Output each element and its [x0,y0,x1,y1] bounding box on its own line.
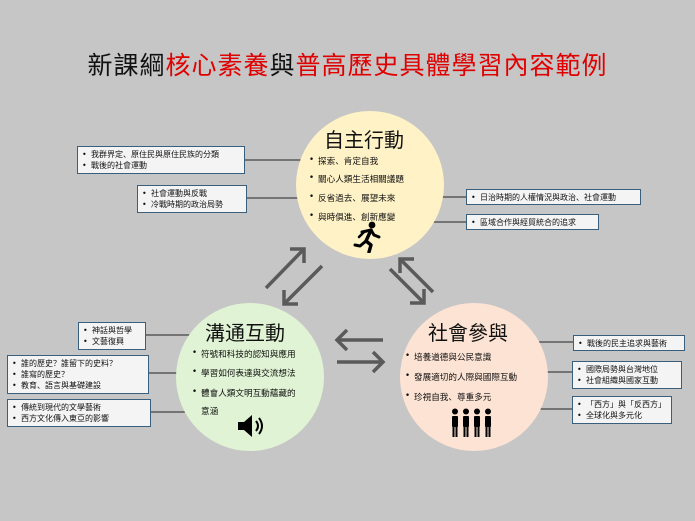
circle-autonomous-title: 自主行動 [324,128,404,152]
circle-communication-title: 溝通互動 [205,321,285,345]
arrow-right-up-head [398,257,414,273]
example-box-social-movements: 社會運動與反戰 冷戰時期的政治局勢 [137,185,247,213]
box-line: 戰後的社會運動 [82,160,240,171]
box-line: 區域合作與經貿統合的追求 [471,217,594,228]
box-line: 我群界定、原住民與原住民族的分類 [82,149,240,160]
box-line: 教育、語言與基礎建設 [12,380,144,391]
social-bullet-3: 珍視自我、尊重多元 [405,391,491,403]
running-person-icon [353,221,381,253]
example-box-international-situation: 國際局勢與台灣地位 社會組織與國家互動 [572,361,682,389]
example-box-colonial-rights: 日治時期的人權情況與政治、社會運動 [466,189,641,205]
example-box-whose-history: 誰的歷史？誰留下的史料？ 誰寫的歷史？ 教育、語言與基礎建設 [7,355,149,394]
speaker-icon [238,415,263,437]
box-line: 戰後的民主追求與藝術 [578,338,680,349]
box-line: 國際局勢與台灣地位 [577,364,677,375]
example-box-west-globalization: 「西方」與「反西方」 全球化與多元化 [572,396,672,424]
box-line: 冷戰時期的政治局勢 [142,199,242,210]
autonomous-bullet-2: 關心人類生活相關議題 [309,173,404,185]
communication-bullet-3-continued: 意涵 [201,407,219,417]
circle-social-title: 社會參與 [428,321,508,345]
example-box-literature-arts: 傳統到現代的文學藝術 西方文化傳入東亞的影響 [7,399,151,427]
example-box-identity: 我群界定、原住民與原住民族的分類 戰後的社會運動 [77,146,245,174]
arrow-left-up [264,247,306,290]
box-line: 神話與哲學 [83,325,141,336]
diagram-title: 新課綱核心素養與普高歷史具體學習內容範例 [0,46,695,82]
autonomous-bullet-1: 探索、肯定自我 [309,155,378,167]
arrow-left-down-head [282,290,298,306]
box-line: 文藝復興 [83,336,141,347]
example-box-myth-philosophy: 神話與哲學 文藝復興 [78,322,146,350]
title-part-1: 新課綱 [87,51,166,80]
communication-bullet-3: 體會人類文明互動蘊藏的 [192,387,296,399]
arrow-left-down [282,264,324,306]
title-part-4: 普高歷史具體學習內容範例 [295,51,608,80]
arrow-right-down-head [410,289,426,305]
communication-bullet-2: 學習如何表達與交流想法 [192,367,296,379]
autonomous-bullet-4: 與時俱進、創新應變 [309,211,395,223]
arrow-right-down [388,267,426,305]
box-line: 社會運動與反戰 [142,188,242,199]
box-line: 誰的歷史？誰留下的史料？ [12,358,144,369]
box-line: 全球化與多元化 [577,410,667,421]
box-line: 誰寫的歷史？ [12,369,144,380]
box-line: 傳統到現代的文學藝術 [12,402,146,413]
example-box-regional-cooperation: 區域合作與經貿統合的追求 [466,214,599,230]
example-box-postwar-democracy: 戰後的民主追求與藝術 [573,335,685,351]
communication-bullet-1: 符號和科技的認知與應用 [192,348,296,360]
box-line: 社會組織與國家互動 [577,375,677,386]
title-part-3: 與 [269,51,296,80]
box-line: 「西方」與「反西方」 [577,399,667,410]
social-bullet-1: 培養道德與公民意識 [405,351,491,363]
arrow-bottom-left-head [334,328,349,352]
title-part-2: 核心素養 [165,51,270,80]
arrow-bottom-right-head [371,350,386,374]
autonomous-bullet-3: 反省過去、展望未來 [309,192,395,204]
arrow-right-up [398,257,435,294]
arrow-left-up-head [290,247,306,263]
box-line: 日治時期的人權情況與政治、社會運動 [471,192,636,203]
group-people-icon [452,408,491,437]
social-bullet-2: 發展適切的人際與國際互動 [405,371,517,383]
box-line: 西方文化傳入東亞的影響 [12,413,146,424]
